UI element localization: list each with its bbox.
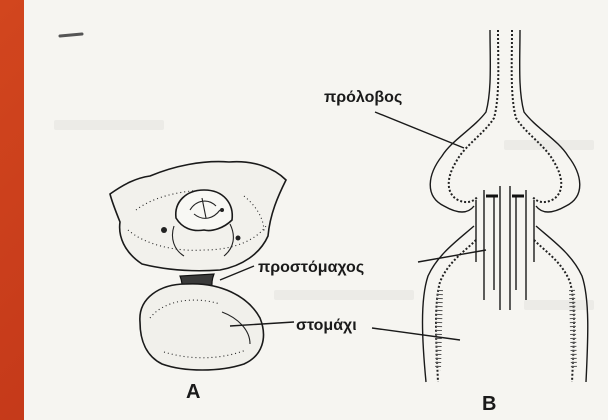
stomach-outline-a [140, 284, 264, 370]
stomach-right-inner-wall [534, 240, 574, 382]
proventriculus-tubes-left [476, 186, 500, 310]
scanned-page: πρόλοβος προστόμαχος στομάχι A B [24, 0, 608, 420]
crop-leader-line [375, 112, 464, 148]
digestive-tract-diagram: πρόλοβος προστόμαχος στομάχι A B [24, 0, 608, 420]
label-stomach: στομάχι [296, 317, 357, 334]
label-proventriculus: προστόμαχος [258, 259, 364, 276]
crop-speck [161, 227, 167, 233]
stomach-wall-texture [438, 290, 574, 370]
panel-label-b: B [482, 393, 496, 415]
stomach-leader-b [372, 328, 460, 340]
crop-right-outer-wall [520, 30, 580, 212]
figure-b [423, 30, 588, 382]
crop-speck [220, 208, 224, 212]
crop-left-outer-wall [430, 30, 490, 212]
scan-smudge [60, 34, 82, 36]
panel-label-a: A [186, 381, 200, 403]
proventriculus-tubes-right [510, 186, 534, 310]
crop-speck [236, 236, 241, 241]
label-crop: πρόλοβος [324, 89, 402, 106]
